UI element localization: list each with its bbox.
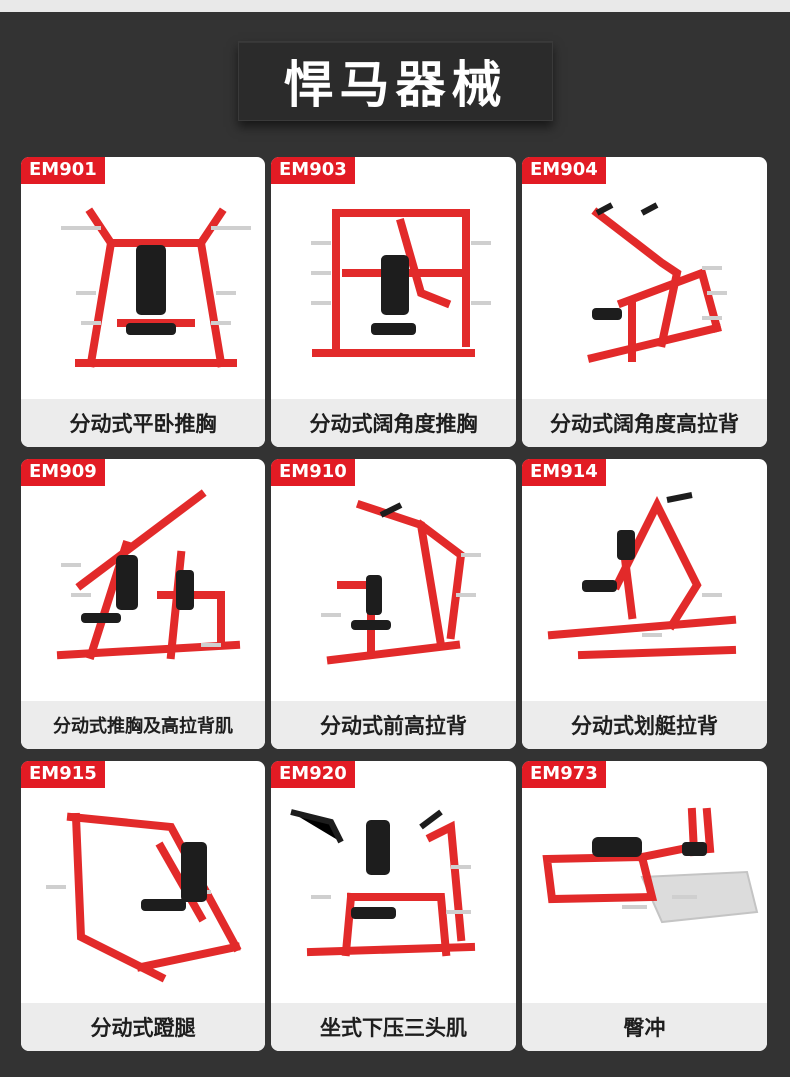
machine-illustration [46, 812, 242, 983]
machine-illustration [547, 492, 737, 660]
product-card[interactable]: EM915 分动式蹬腿 [21, 761, 265, 1051]
product-card[interactable]: EM920 坐式下压三头肌 [271, 761, 516, 1051]
product-name: 分动式阔角度推胸 [271, 399, 516, 447]
machine-image [21, 787, 265, 1001]
product-card[interactable]: EM914 分动式划艇拉背 [522, 459, 767, 749]
machine-image [271, 485, 516, 699]
product-name: 分动式平卧推胸 [21, 399, 265, 447]
product-grid: EM901 分动式平卧推胸 EM903 [21, 157, 767, 1051]
machine-image [522, 485, 767, 699]
product-name: 分动式阔角度高拉背 [522, 399, 767, 447]
product-code-badge: EM920 [271, 761, 355, 788]
brand-banner: 悍马器械 [238, 41, 553, 121]
product-card[interactable]: EM904 分动式阔角度高拉背 [522, 157, 767, 447]
machine-illustration [290, 809, 476, 957]
machine-image [271, 183, 516, 397]
product-code-badge: EM903 [271, 157, 355, 184]
product-code-badge: EM915 [21, 761, 105, 788]
product-card[interactable]: EM910 分动式前高拉背 [271, 459, 516, 749]
machine-illustration [56, 489, 241, 661]
brand-title: 悍马器械 [283, 56, 508, 114]
product-code-badge: EM901 [21, 157, 105, 184]
product-code-badge: EM909 [21, 459, 105, 486]
product-card[interactable]: EM973 臀冲 [522, 761, 767, 1051]
product-code-badge: EM973 [522, 761, 606, 788]
machine-illustration [311, 209, 491, 357]
machine-illustration [61, 207, 251, 368]
machine-image [271, 787, 516, 1001]
product-card[interactable]: EM903 分动式阔角度推胸 [271, 157, 516, 447]
machine-image [522, 183, 767, 397]
product-name: 坐式下压三头肌 [271, 1003, 516, 1051]
machine-image [522, 787, 767, 1001]
product-name: 分动式蹬腿 [21, 1003, 265, 1051]
product-name: 分动式划艇拉背 [522, 701, 767, 749]
product-code-badge: EM910 [271, 459, 355, 486]
product-card[interactable]: EM909 分动式推胸及高拉背肌 [21, 459, 265, 749]
machine-illustration [542, 807, 759, 924]
top-strip [0, 0, 790, 12]
machine-illustration [321, 499, 481, 665]
machine-image [21, 485, 265, 699]
product-name: 臀冲 [522, 1003, 767, 1051]
product-name: 分动式前高拉背 [271, 701, 516, 749]
product-code-badge: EM904 [522, 157, 606, 184]
product-code-badge: EM914 [522, 459, 606, 486]
product-name: 分动式推胸及高拉背肌 [21, 701, 265, 749]
machine-image [21, 183, 265, 397]
machine-illustration [587, 202, 727, 363]
product-card[interactable]: EM901 分动式平卧推胸 [21, 157, 265, 447]
